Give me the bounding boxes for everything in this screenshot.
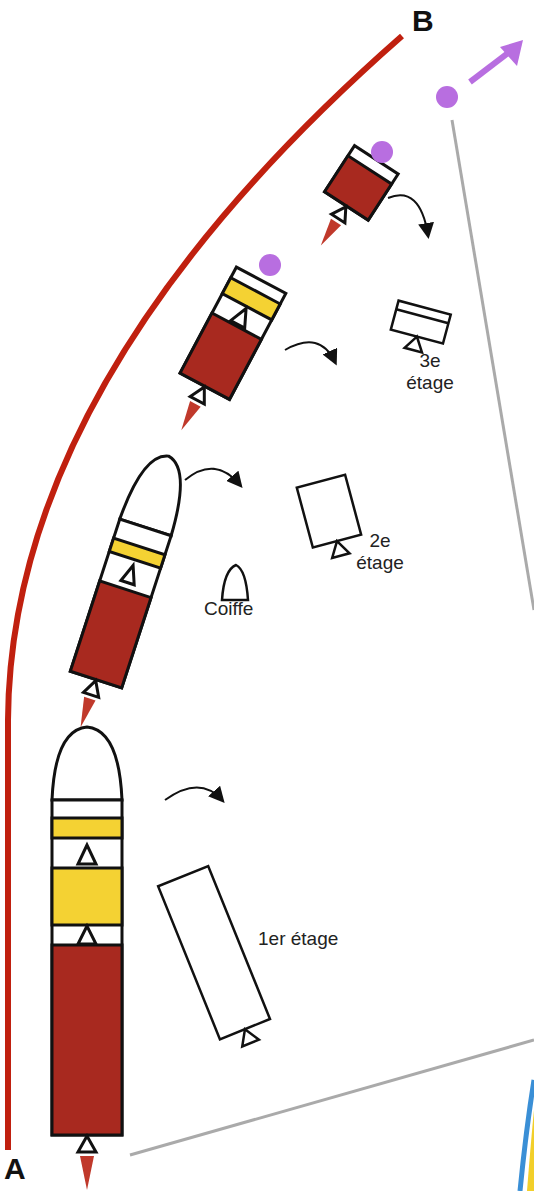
part-label: Coiffe	[204, 598, 253, 620]
satellite	[371, 141, 393, 163]
curved-arrows	[165, 195, 428, 800]
satellite	[436, 86, 458, 108]
satellite	[259, 254, 281, 276]
rocket-stage3	[157, 267, 286, 443]
rocket-stage2	[55, 448, 194, 736]
stage-label: 1er étage	[258, 928, 338, 950]
stage-label: 3e étage	[395, 350, 465, 394]
point-label: B	[412, 4, 434, 39]
sight-line	[452, 120, 534, 610]
velocity-arrow	[470, 50, 512, 82]
stage-label: 2e étage	[345, 530, 415, 574]
discarded-parts	[158, 301, 451, 1054]
trajectory	[8, 36, 402, 1150]
earth	[527, 1110, 534, 1191]
rocket-full	[52, 727, 122, 1190]
earth-edge	[520, 1080, 534, 1191]
point-label: A	[4, 1152, 26, 1187]
velocity-arrow-head	[500, 40, 523, 66]
sight-line	[130, 1040, 534, 1155]
